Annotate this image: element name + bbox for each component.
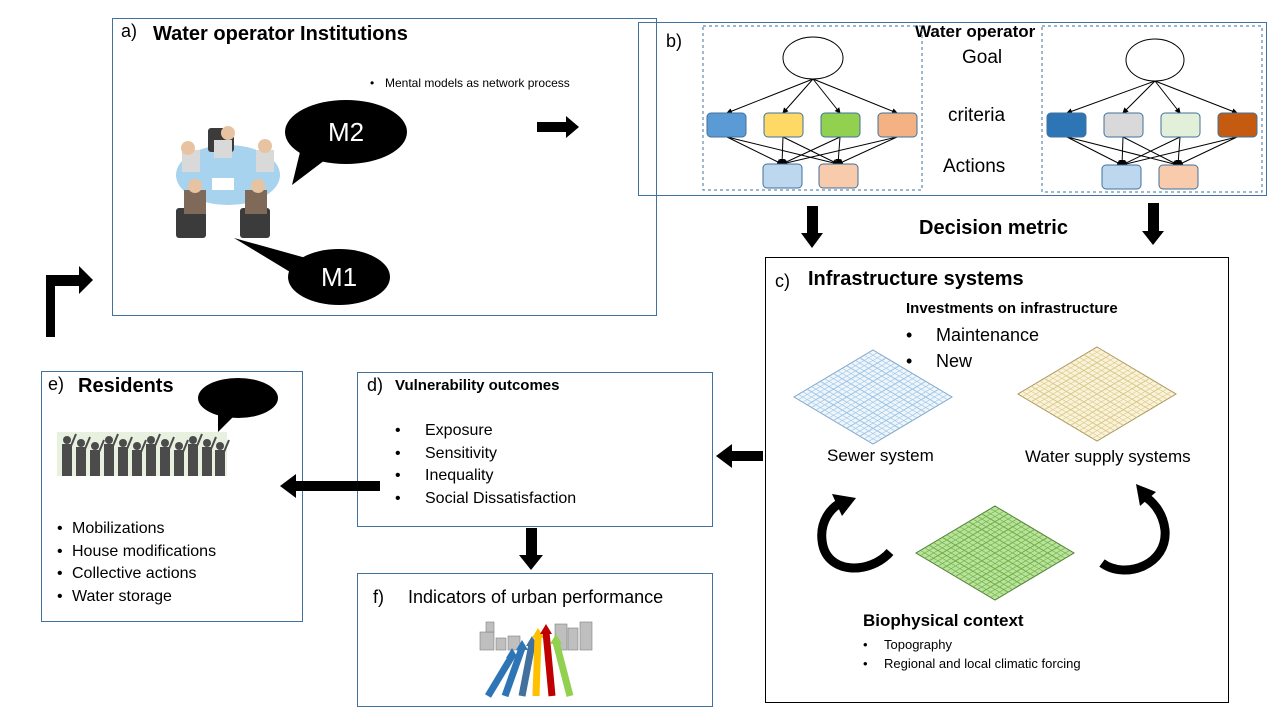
level-actions-label: Actions	[943, 156, 1006, 177]
right-action-nodes	[1101, 164, 1199, 190]
panel-a-bullet: Mental models as network process	[370, 76, 570, 90]
criteria-node	[763, 112, 804, 138]
panel-d-vulnerability	[357, 372, 713, 527]
arrow-b-left-down	[801, 206, 823, 248]
right-hierarchy	[1041, 25, 1263, 193]
vulnerability-item: Social Dissatisfaction	[395, 488, 576, 511]
panel-e-letter: e)	[48, 374, 65, 394]
decision-metric-label: Decision metric	[919, 217, 1068, 239]
sewer-system-label: Sewer system	[827, 446, 934, 465]
criteria-node	[820, 112, 861, 138]
panel-d-letter: d)	[367, 375, 384, 395]
panel-c-infrastructure	[765, 257, 1229, 703]
vulnerability-item: Inequality	[395, 465, 576, 488]
vulnerability-item: Sensitivity	[395, 443, 576, 466]
panel-a-title: Water operator Institutions	[153, 23, 408, 45]
panel-a-institutions	[112, 18, 657, 316]
panel-d-title: Vulnerability outcomes	[395, 377, 560, 394]
residents-speech-bubble	[198, 378, 278, 432]
panel-b-letter: b)	[666, 31, 683, 51]
investment-item: New	[906, 348, 1039, 374]
m1-speech-bubble: M1	[234, 238, 390, 305]
panel-e-title: Residents	[78, 375, 174, 397]
right-criteria-nodes	[1046, 112, 1258, 138]
cycle-arrow-right	[1099, 484, 1170, 575]
action-node	[1101, 164, 1142, 190]
vulnerability-item: Exposure	[395, 420, 576, 443]
panel-f-title: Indicators of urban performance	[408, 587, 664, 607]
investments-list: Maintenance New	[906, 322, 1039, 374]
criteria-node	[706, 112, 747, 138]
cycle-arrow-left	[817, 494, 894, 573]
action-node	[818, 163, 859, 189]
action-node	[1158, 164, 1199, 190]
level-goal-label: Goal	[962, 47, 1003, 68]
water-supply-grid	[1017, 346, 1177, 442]
panel-a-bullets: Mental models as network process	[370, 76, 570, 90]
sewer-grid	[793, 349, 953, 445]
arrow-d-to-f	[519, 528, 543, 570]
left-action-nodes	[762, 163, 859, 189]
vulnerability-list: Exposure Sensitivity Inequality Social D…	[395, 420, 576, 510]
urban-performance-illustration	[479, 621, 593, 698]
criteria-node	[1160, 112, 1201, 138]
left-hierarchy	[702, 25, 923, 191]
biophysical-list: Topography Regional and local climatic f…	[863, 635, 1081, 673]
criteria-node	[1217, 112, 1258, 138]
panel-f-indicators	[357, 573, 713, 707]
arrow-c-to-d	[716, 444, 763, 468]
m2-label: M2	[328, 117, 364, 147]
criteria-node	[1046, 112, 1087, 138]
panel-f-letter: f)	[373, 587, 384, 607]
feedback-corner-arrow	[46, 266, 93, 337]
level-criteria-label: criteria	[948, 105, 1006, 126]
residents-item: Collective actions	[57, 563, 216, 586]
arrow-b-right-down	[1142, 203, 1164, 245]
panel-e-residents	[41, 371, 303, 622]
residents-list: Mobilizations House modifications Collec…	[57, 518, 216, 608]
residents-item: Mobilizations	[57, 518, 216, 541]
panel-a-letter: a)	[121, 21, 138, 41]
left-criteria-nodes	[706, 112, 918, 138]
m2-speech-bubble: M2	[285, 100, 407, 185]
biophysical-item: Topography	[863, 635, 1081, 654]
panel-c-letter: c)	[775, 271, 790, 291]
panel-b-title: Water operator	[915, 22, 1036, 41]
meeting-people-illustration	[176, 126, 280, 238]
biophysical-title: Biophysical context	[863, 611, 1024, 630]
biophysical-item: Regional and local climatic forcing	[863, 654, 1081, 673]
residents-item: House modifications	[57, 541, 216, 564]
criteria-node	[1103, 112, 1144, 138]
criteria-node	[877, 112, 918, 138]
investment-item: Maintenance	[906, 322, 1039, 348]
residents-item: Water storage	[57, 586, 216, 609]
panel-c-title: Infrastructure systems	[808, 268, 1024, 290]
arrow-a-to-b	[537, 116, 579, 138]
crowd-silhouette	[57, 432, 230, 476]
arrow-d-to-e	[280, 474, 380, 498]
water-supply-label: Water supply systems	[1025, 447, 1191, 466]
investments-title: Investments on infrastructure	[906, 300, 1118, 317]
m1-label: M1	[321, 262, 357, 292]
terrain-grid	[915, 505, 1075, 601]
action-node	[762, 163, 803, 189]
panel-b-water-operator	[638, 22, 1267, 196]
